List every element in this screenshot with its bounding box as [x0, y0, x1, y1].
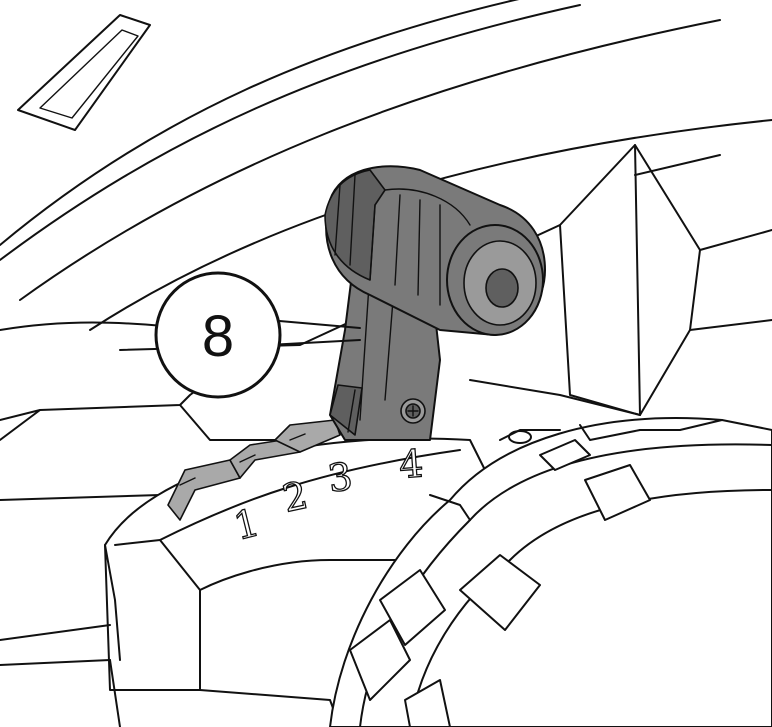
turntable-ring: [329, 417, 772, 727]
scale-mark-4: 4: [398, 441, 425, 487]
callout-number: 8: [202, 304, 234, 369]
saw-housing: [0, 0, 772, 501]
scale-mark-2: 2: [279, 473, 312, 521]
callout-leader-line-lower: [267, 339, 361, 346]
callout-circle: [154, 271, 282, 399]
callout-8: 8: [154, 271, 361, 399]
detent-notches: [167, 419, 341, 521]
bevel-lock-knob: [324, 165, 546, 441]
bevel-scale-plate: [0, 437, 501, 727]
callout-leader-line-upper: [267, 319, 361, 329]
